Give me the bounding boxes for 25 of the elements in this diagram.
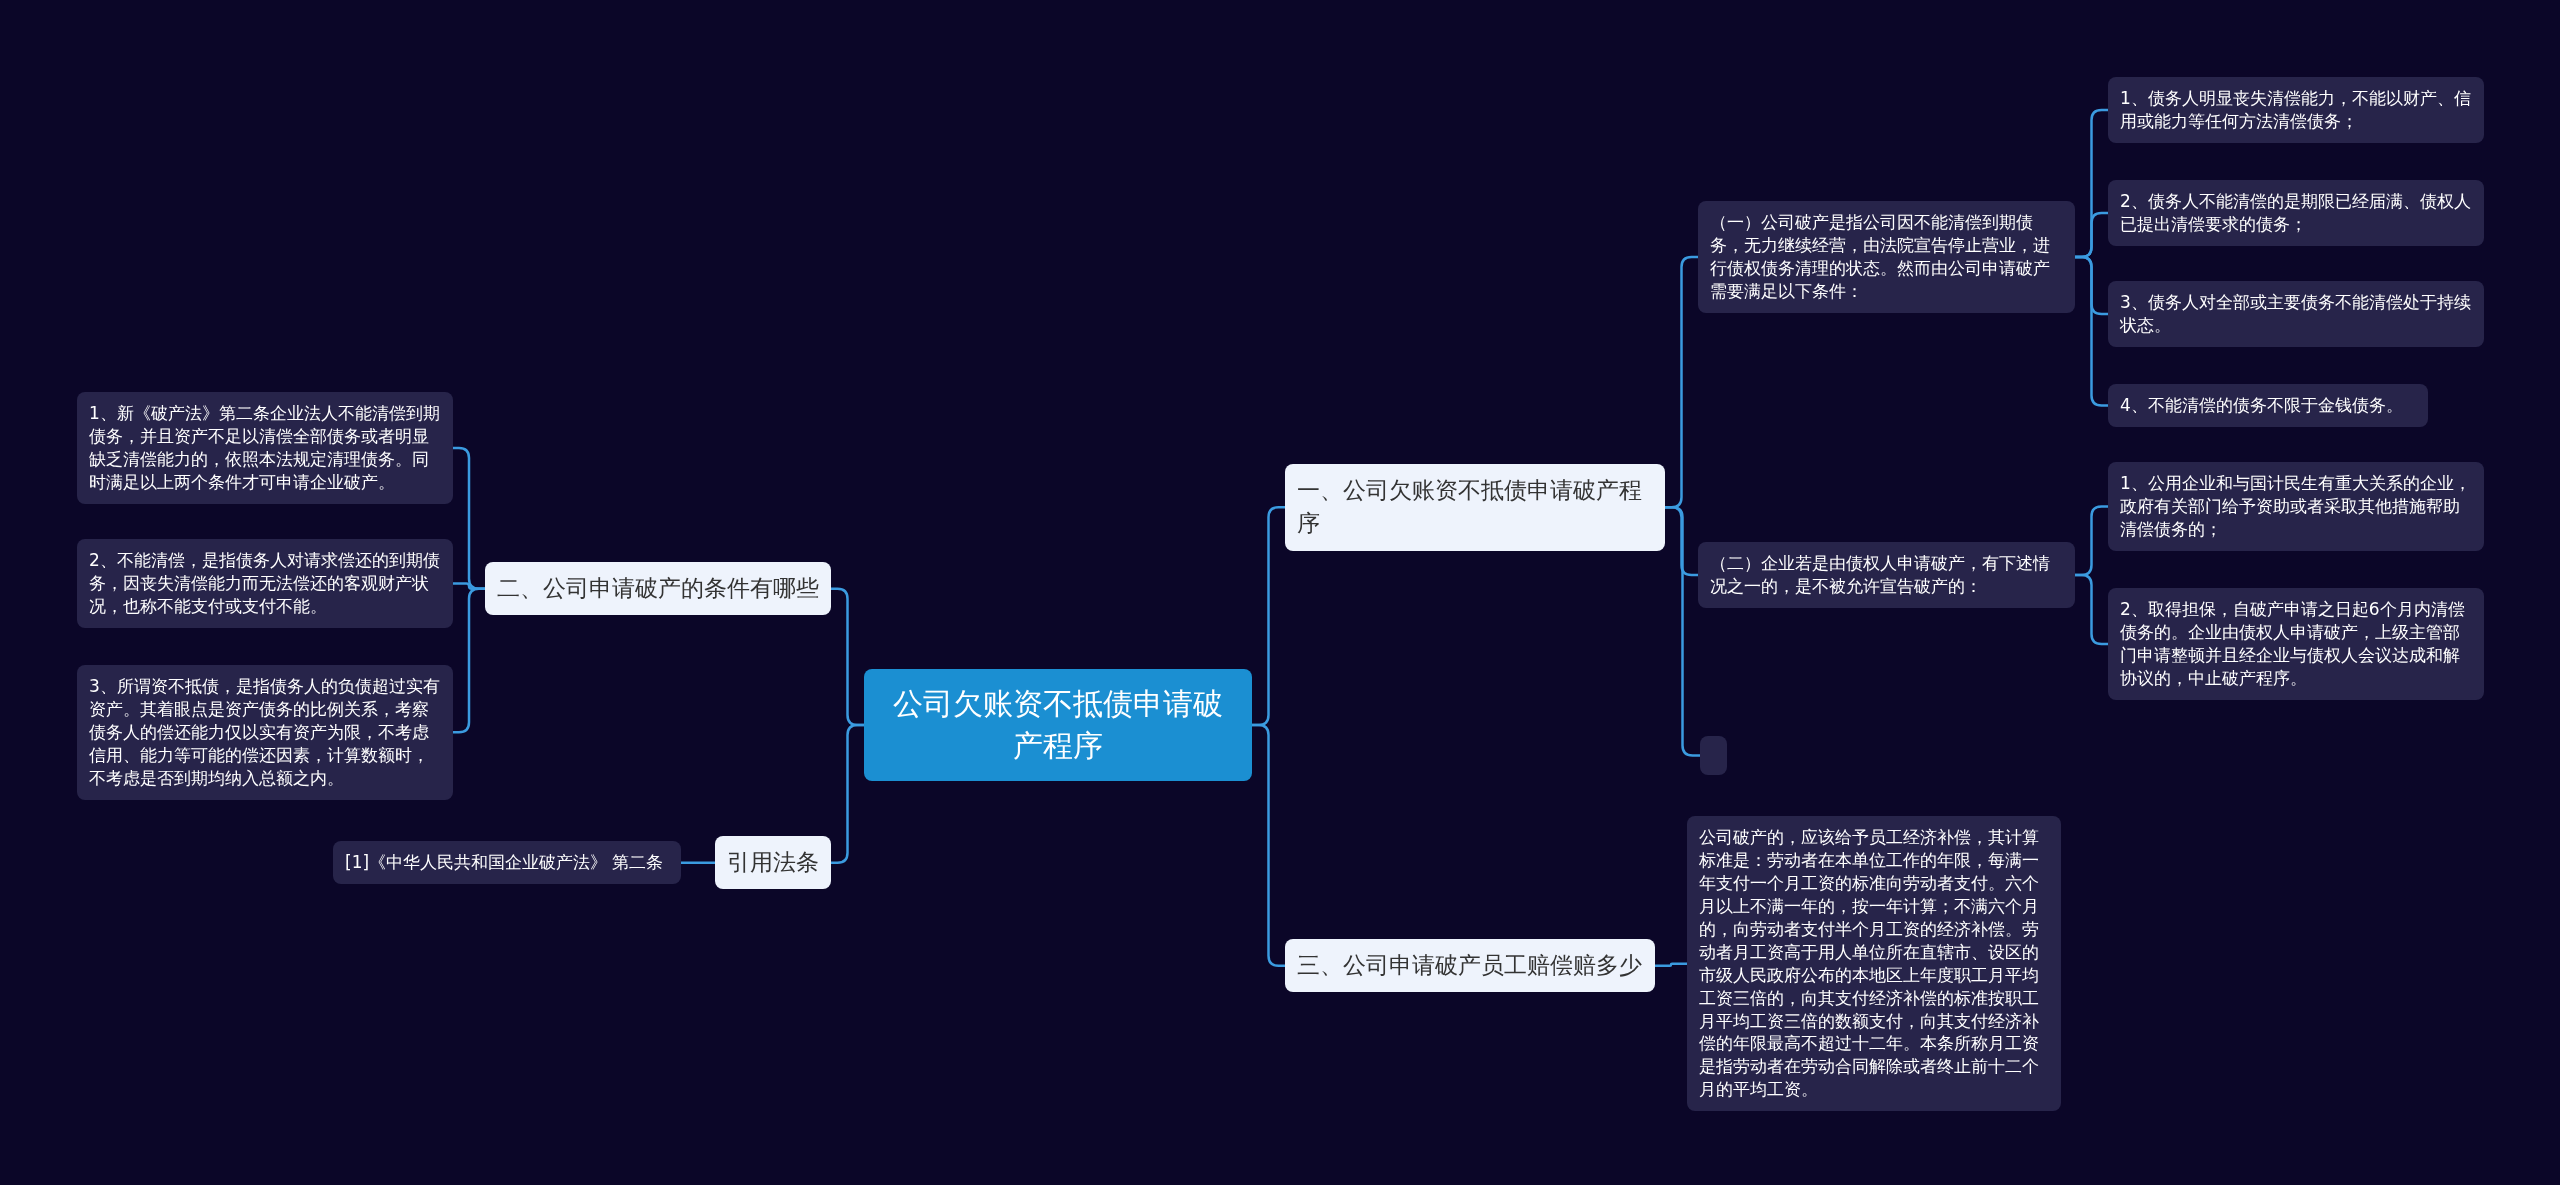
text-card: [1]《中华人民共和国企业破产法》 第二条 <box>333 841 681 884</box>
connector <box>1655 962 1687 967</box>
text-card: 1、公用企业和与国计民生有重大关系的企业，政府有关部门给予资助或者采取其他措施帮助清偿债务的； <box>2108 462 2484 551</box>
text-card: 3、债务人对全部或主要债务不能清偿处于持续状态。 <box>2108 281 2484 347</box>
text-card: 2、债务人不能清偿的是期限已经届满、债权人已提出清偿要求的债务； <box>2108 180 2484 246</box>
text-card: 2、不能清偿，是指债务人对请求偿还的到期债务，因丧失清偿能力而无法偿还的客观财产状况，也称不能支付或支付不能。 <box>77 539 453 628</box>
topic-box: 一、公司欠账资不抵债申请破产程序 <box>1285 464 1665 551</box>
topic-box: 三、公司申请破产员工赔偿赔多少 <box>1285 939 1655 993</box>
empty-box <box>1700 736 1727 775</box>
central-topic: 公司欠账资不抵债申请破产程序 <box>864 669 1252 781</box>
connector <box>831 723 864 864</box>
connector <box>681 861 715 864</box>
connector <box>2075 573 2108 646</box>
connector <box>1252 723 1285 967</box>
topic-box: 二、公司申请破产的条件有哪些 <box>485 562 831 616</box>
text-card: （二）企业若是由债权人申请破产，有下述情况之一的，是不被允许宣告破产的： <box>1698 542 2075 608</box>
connector <box>2075 255 2108 407</box>
text-card: 1、债务人明显丧失清偿能力，不能以财产、信用或能力等任何方法清偿债务； <box>2108 77 2484 143</box>
text-card: 1、新《破产法》第二条企业法人不能清偿到期债务，并且资产不足以清偿全部债务或者明显缺乏清偿能力的，依照本法规定清理债务。同时满足以上两个条件才可申请企业破产。 <box>77 392 453 504</box>
topic-box: 引用法条 <box>715 836 831 890</box>
text-card: （一）公司破产是指公司因不能清偿到期债务，无力继续经营，由法院宣告停止营业，进行债权债务清理的状态。然而由公司申请破产需要满足以下条件： <box>1698 201 2075 313</box>
text-card: 公司破产的，应该给予员工经济补偿，其计算标准是：劳动者在本单位工作的年限，每满一年支付一个月工资的标准向劳动者支付。六个月以上不满一年的，按一年计算；不满六个月的，向劳动者支付半个月工资的经济补偿。劳动者月工资高于用人单位所在直辖市、设区的市级人民政府公布的本地区上年度职工月平均工资三倍的，向其支付经济补偿的标准按职工月平均工资三倍的数额支付，向其支付经济补偿的年限最高不超过十二年。本条所称月工资是指劳动者在劳动合同解除或者终止前十二个月的平均工资。 <box>1687 816 2061 1112</box>
text-card: 3、所谓资不抵债，是指债务人的负债超过实有资产。其着眼点是资产债务的比例关系，考察债务人的偿还能力仅以实有资产为限，不考虑信用、能力等可能的偿还因素，计算数额时，不考虑是否到期均纳入总额之内。 <box>77 665 453 800</box>
text-card: 4、不能清偿的债务不限于金钱债务。 <box>2108 384 2428 427</box>
text-card: 2、取得担保，自破产申请之日起6个月内清偿债务的。企业由债权人申请破产，上级主管部门申请整顿并且经企业与债权人会议达成和解协议的，中止破产程序。 <box>2108 588 2484 700</box>
